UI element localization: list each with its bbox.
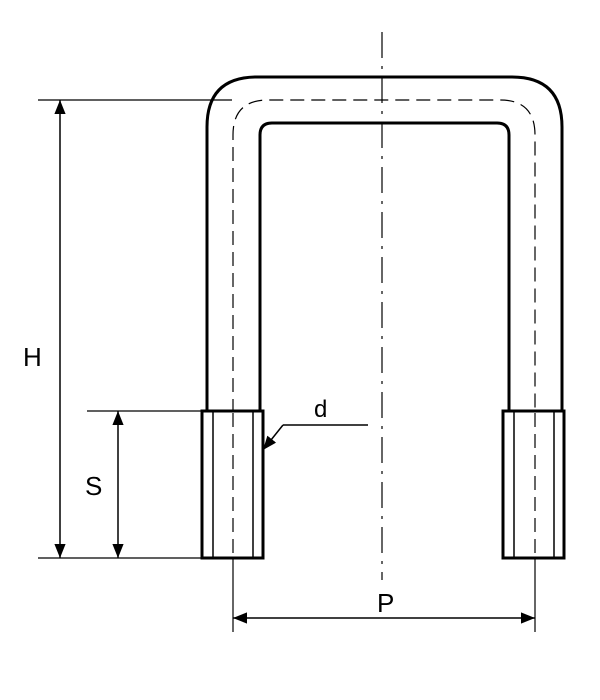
- height-label: H: [23, 342, 42, 372]
- u-bolt-centerline: [232, 99, 536, 413]
- diameter-label: d: [314, 396, 327, 423]
- pitch-label: P: [377, 588, 394, 618]
- u-bolt-inner-outline: [258, 121, 511, 413]
- thread-length-dimension: [87, 410, 202, 558]
- left-threaded-end: [200, 409, 265, 560]
- height-dimension: [38, 99, 232, 559]
- diameter-leader: [262, 424, 368, 451]
- u-bolt-outer-outline: [205, 75, 564, 413]
- pitch-dimension: [232, 558, 536, 632]
- right-threaded-end: [501, 409, 566, 560]
- thread-length-label: S: [85, 471, 102, 501]
